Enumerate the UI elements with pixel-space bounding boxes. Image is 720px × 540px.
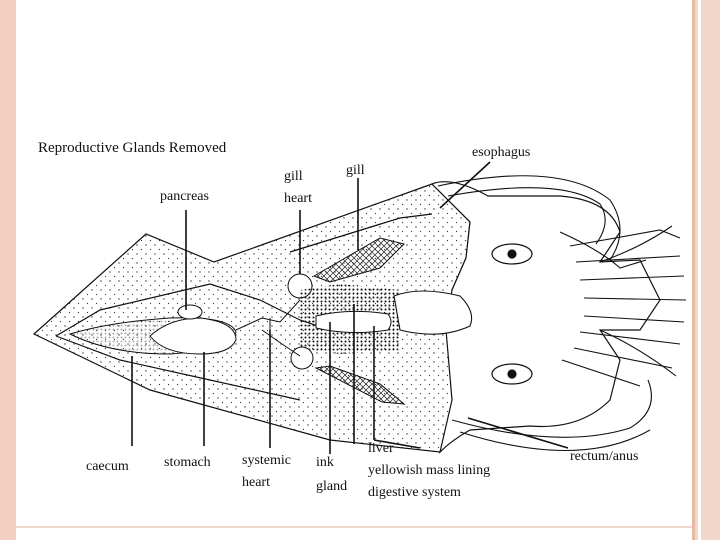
label-esophagus: esophagus <box>472 145 530 160</box>
label-systemic-heart-2: heart <box>242 475 270 490</box>
pancreas-shape <box>177 304 203 320</box>
slide-frame-left <box>0 0 16 540</box>
diagram-title: Reproductive Glands Removed <box>38 140 227 156</box>
label-gill-heart-2: heart <box>284 191 312 206</box>
slide-frame-right <box>692 0 720 540</box>
label-gill-heart-1: gill <box>284 169 303 184</box>
label-gill: gill <box>346 163 365 178</box>
slide-frame-right-gap <box>698 0 701 540</box>
label-liver: liver <box>368 441 394 456</box>
label-rectum-anus: rectum/anus <box>570 449 638 464</box>
head-outline <box>430 181 661 454</box>
label-caecum: caecum <box>86 459 129 474</box>
tentacles <box>437 175 687 452</box>
label-ink-gland-2: gland <box>316 479 347 494</box>
label-yellowish-1: yellowish mass lining <box>368 463 490 478</box>
label-stomach: stomach <box>164 455 211 470</box>
esophagus-brain <box>393 290 473 335</box>
label-yellowish-2: digestive system <box>368 485 461 500</box>
slide-frame-bottom <box>16 526 692 528</box>
gills <box>312 237 406 405</box>
label-pancreas: pancreas <box>160 189 209 204</box>
label-ink-gland-1: ink <box>316 455 334 470</box>
squid-anatomy-diagram: Reproductive Glands Removed pancreas gil… <box>32 140 687 500</box>
label-systemic-heart-1: systemic <box>242 453 291 468</box>
stomach-shape <box>149 317 237 355</box>
leader-lines <box>131 161 569 454</box>
